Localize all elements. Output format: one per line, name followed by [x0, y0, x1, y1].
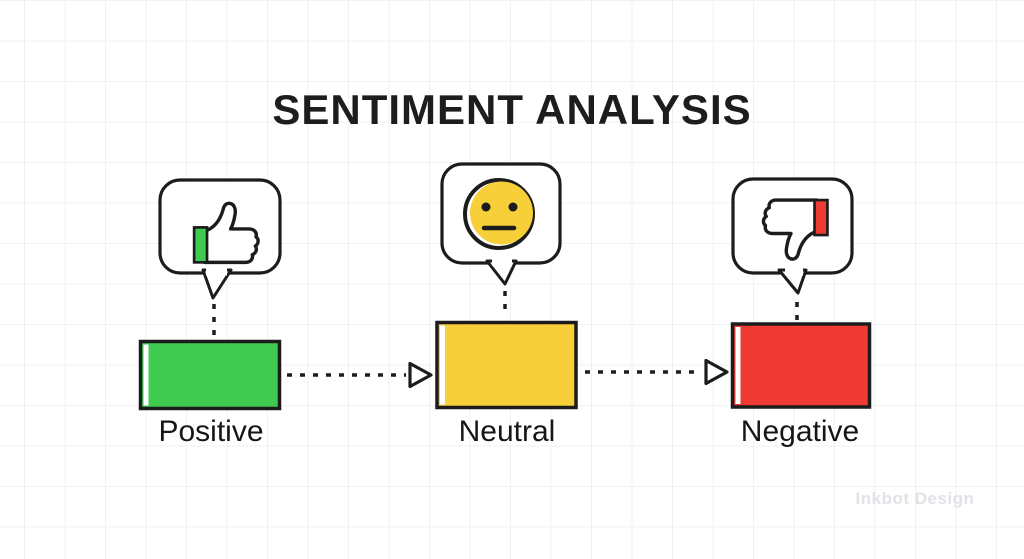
negative-bar [730, 322, 872, 409]
thumbs-up-icon [192, 201, 260, 265]
thumbs-up-hand [203, 201, 260, 265]
neutral-label: Neutral [458, 415, 556, 448]
arrowhead-icon [704, 358, 729, 386]
negative-bar-rect [730, 322, 872, 409]
thumbs-down-cuff [813, 198, 829, 237]
neutral-bar [435, 320, 578, 410]
positive-label: Positive [158, 415, 264, 448]
neutral-face-icon [463, 178, 535, 250]
flow-arrow-neutral-to-negative [585, 358, 729, 386]
negative-speech-bubble [731, 177, 854, 295]
bubble-tail-mask [206, 268, 227, 276]
arrowhead-icon [408, 361, 433, 389]
neutral-bar-rect [435, 320, 578, 410]
positive-bar [138, 339, 282, 411]
thumbs-up-cuff [192, 226, 209, 264]
neutral-bar-highlight [440, 325, 445, 405]
flow-arrow-positive-to-neutral [287, 361, 433, 389]
positive-bar-rect [138, 339, 282, 411]
bubble-tail-mask [492, 259, 512, 266]
diagram-title: SENTIMENT ANALYSIS [272, 86, 752, 133]
face-eye-right [508, 202, 518, 212]
negative-bar-highlight [735, 327, 741, 404]
positive-bar-highlight [143, 344, 149, 406]
watermark: Inkbot Design [855, 489, 975, 508]
face-eye-left [481, 202, 491, 212]
face-fill [470, 181, 533, 245]
neutral-speech-bubble [440, 162, 562, 286]
positive-speech-bubble [158, 178, 282, 300]
thumbs-down-icon [761, 198, 829, 261]
negative-label: Negative [740, 415, 860, 448]
thumbs-down-hand [761, 198, 819, 261]
bubble-tail-mask [785, 268, 803, 276]
